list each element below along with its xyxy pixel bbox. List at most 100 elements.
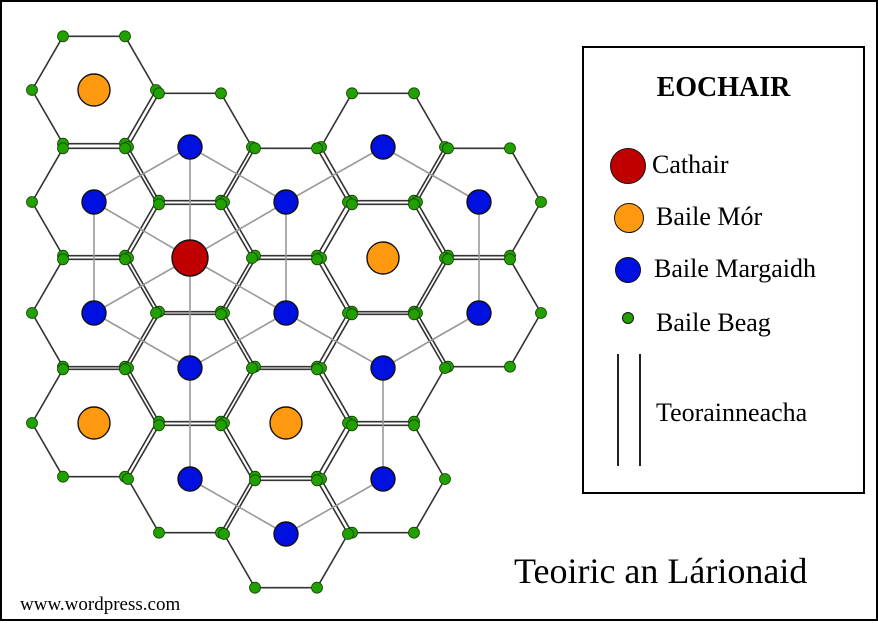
village-dot xyxy=(119,30,131,43)
village-dot xyxy=(408,308,420,321)
village-dot xyxy=(119,142,131,155)
village-dot xyxy=(311,253,323,266)
large-town-marker xyxy=(269,406,303,440)
village-dot xyxy=(408,87,420,100)
village-dot xyxy=(442,253,454,266)
market-town-marker xyxy=(273,300,299,326)
village-dot xyxy=(26,417,38,429)
market-town-marker xyxy=(177,134,203,160)
village-dot xyxy=(408,419,420,432)
village-dot xyxy=(342,528,354,540)
village-dot xyxy=(119,253,131,266)
village-dot xyxy=(535,307,547,319)
large-town-symbol-icon xyxy=(614,203,644,233)
village-dot xyxy=(122,473,134,485)
boundary-lines-icon xyxy=(617,354,643,466)
city-symbol-icon xyxy=(610,148,646,184)
village-dot xyxy=(249,474,261,487)
connector-line xyxy=(93,312,191,369)
village-dot xyxy=(311,363,323,376)
village-dot xyxy=(215,419,227,432)
legend-label-cathair: Cathair xyxy=(652,150,729,179)
connector-line xyxy=(93,146,191,203)
source-credit: www.wordpress.com xyxy=(20,594,181,615)
market-town-symbol-icon xyxy=(615,257,641,283)
connector-line xyxy=(382,312,480,369)
market-town-marker xyxy=(370,355,396,381)
village-dot xyxy=(57,470,69,483)
city-marker xyxy=(171,239,209,277)
market-town-marker xyxy=(177,355,203,381)
village-dot xyxy=(311,474,323,487)
village-dot xyxy=(218,528,230,540)
large-town-marker xyxy=(77,406,111,440)
large-town-marker xyxy=(77,73,111,107)
connector-line xyxy=(382,146,480,203)
legend-item-baile-margaidh: Baile Margaidh xyxy=(584,250,863,290)
market-town-marker xyxy=(81,189,107,215)
village-dot xyxy=(215,87,227,100)
market-town-marker xyxy=(273,521,299,547)
village-dot xyxy=(346,419,358,432)
village-dot xyxy=(249,142,261,155)
village-dot xyxy=(153,526,165,539)
legend-label-baile-margaidh: Baile Margaidh xyxy=(654,254,816,283)
village-dot xyxy=(153,198,165,211)
village-dot xyxy=(439,362,451,374)
legend-item-baile-beag: Baile Beag xyxy=(584,304,863,344)
legend-box: EOCHAIR Cathair Baile Mór Baile Margaidh… xyxy=(582,46,865,494)
village-dot xyxy=(57,142,69,155)
village-dot xyxy=(346,198,358,211)
village-dot xyxy=(311,581,323,594)
market-town-marker xyxy=(273,189,299,215)
large-town-marker xyxy=(366,241,400,275)
settlements xyxy=(77,73,492,547)
legend-label-boundaries: Teorainneacha xyxy=(656,398,808,427)
village-dot xyxy=(26,84,38,96)
legend-label-baile-beag: Baile Beag xyxy=(656,308,771,337)
village-dot xyxy=(215,308,227,321)
village-dot xyxy=(408,198,420,211)
village-dots xyxy=(26,30,547,594)
village-dot xyxy=(57,253,69,266)
village-dot xyxy=(246,252,258,264)
village-dot xyxy=(57,30,69,43)
market-town-marker xyxy=(370,134,396,160)
village-dot xyxy=(153,87,165,100)
connector-line xyxy=(285,146,384,203)
market-town-marker xyxy=(466,189,492,215)
legend-item-baile-mor: Baile Mór xyxy=(584,198,863,238)
village-dot xyxy=(439,473,451,485)
village-dot xyxy=(504,142,516,155)
connector-line xyxy=(189,312,287,369)
diagram-caption: Teoiric an Lárionaid xyxy=(514,551,808,591)
village-dot xyxy=(150,307,162,319)
connector-line xyxy=(189,478,287,535)
village-dot xyxy=(215,198,227,211)
village-dot xyxy=(119,363,131,376)
connector-line xyxy=(285,478,384,535)
market-town-marker xyxy=(177,466,203,492)
village-dot xyxy=(346,87,358,100)
connector-line xyxy=(189,146,287,203)
legend-label-baile-mor: Baile Mór xyxy=(656,202,763,231)
legend-title: EOCHAIR xyxy=(656,72,791,103)
village-dot xyxy=(346,308,358,321)
village-dot xyxy=(408,526,420,539)
connector-line xyxy=(285,312,384,369)
village-dot xyxy=(504,253,516,266)
village-dot xyxy=(26,196,38,208)
market-town-marker xyxy=(466,300,492,326)
village-dot xyxy=(153,419,165,432)
village-dot xyxy=(504,360,516,373)
village-symbol-icon xyxy=(622,312,634,324)
village-dot xyxy=(57,363,69,376)
legend-item-cathair: Cathair xyxy=(584,146,863,186)
village-dot xyxy=(442,142,454,155)
village-dot xyxy=(246,362,258,374)
village-dot xyxy=(535,196,547,208)
market-town-marker xyxy=(81,300,107,326)
village-dot xyxy=(249,581,261,594)
